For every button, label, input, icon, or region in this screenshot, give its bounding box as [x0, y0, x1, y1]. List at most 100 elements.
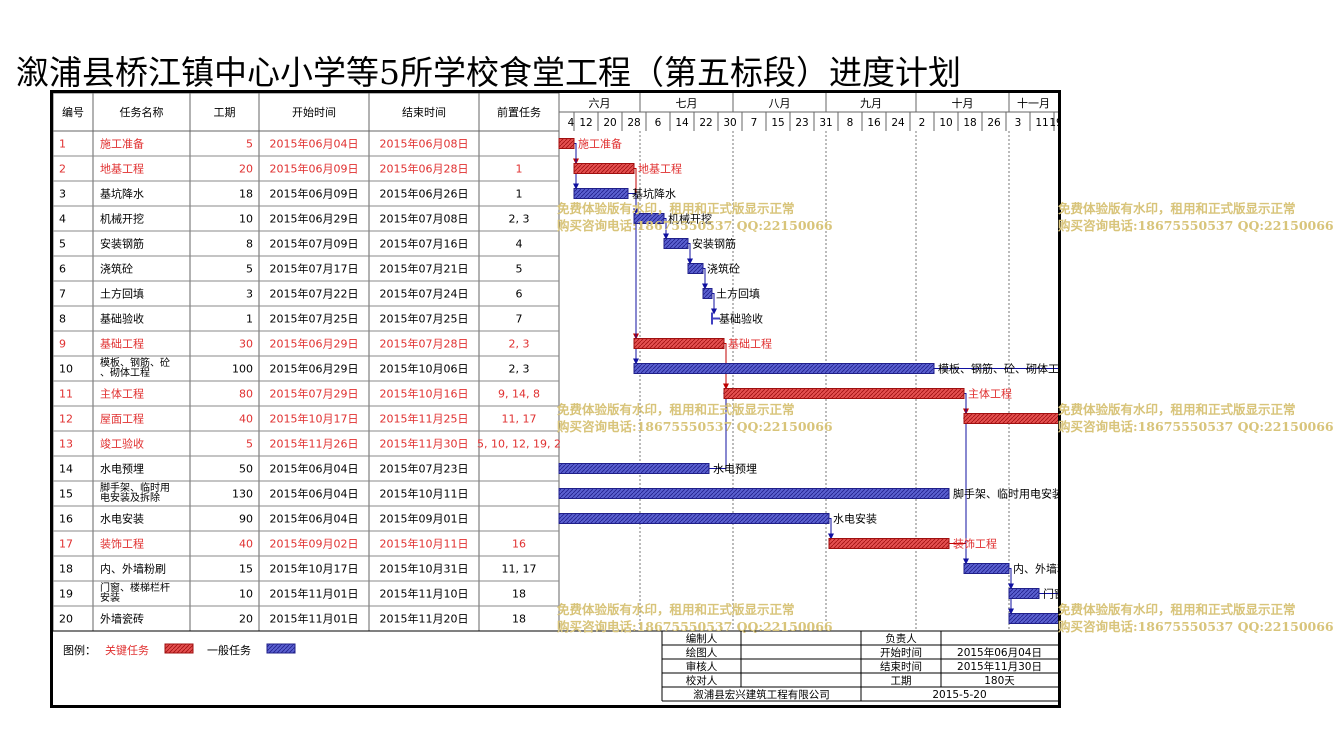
- day-tick-label: 20: [603, 117, 616, 129]
- cell-end: 2015年07月25日: [380, 312, 469, 326]
- cell-id: 5: [59, 238, 66, 251]
- task-table: [52, 92, 560, 632]
- cell-duration: 1: [246, 313, 253, 326]
- gantt-bar: [663, 238, 689, 249]
- month-label: 六月: [589, 97, 611, 110]
- watermark: 免费体验版有水印，租用和正式版显示正常 购买咨询电话:18675550537 Q…: [557, 201, 833, 233]
- cell-name: 水电安装: [100, 512, 144, 526]
- day-tick-label: 18: [963, 117, 976, 129]
- day-tick-label: 19: [1049, 117, 1058, 129]
- cell-start: 2015年06月04日: [270, 487, 359, 501]
- table-header-cell: 结束时间: [402, 106, 446, 119]
- gantt-bar: [573, 163, 635, 174]
- cell-start: 2015年06月29日: [270, 212, 359, 226]
- cell-name: 基础工程: [100, 338, 144, 351]
- cell-duration: 90: [239, 513, 253, 526]
- dependency-link: [963, 393, 969, 565]
- cell-id: 4: [59, 213, 66, 226]
- dependency-link: [702, 268, 708, 290]
- cell-name: 主体工程: [100, 387, 144, 401]
- cell-id: 3: [59, 188, 66, 201]
- cell-name: 模板、钢筋、砼、砌体工程: [100, 356, 170, 379]
- cell-duration: 5: [246, 138, 253, 151]
- cell-id: 11: [59, 388, 73, 401]
- cell-id: 14: [59, 463, 73, 476]
- cell-end: 2015年11月25日: [380, 412, 469, 426]
- watermark: 免费体验版有水印，租用和正式版显示正常 购买咨询电话:18675550537 Q…: [557, 402, 833, 434]
- gantt-bar: [828, 538, 950, 549]
- gantt-bar-label: 机械开挖: [668, 212, 712, 226]
- gantt-bar-label: 门窗、楼梯栏杆安装: [1043, 587, 1058, 601]
- gantt-bar: [558, 513, 830, 524]
- cell-duration: 5: [246, 438, 253, 451]
- cell-start: 2015年06月04日: [270, 137, 359, 151]
- cell-name: 基础验收: [100, 312, 144, 326]
- dependency-link: [828, 518, 834, 540]
- signoff-label: 绘图人: [686, 646, 718, 659]
- signoff-date: 2015-5-20: [932, 689, 986, 701]
- cell-duration: 10: [239, 588, 253, 601]
- cell-pred: 5, 10, 12, 19, 2: [477, 438, 561, 451]
- cell-start: 2015年07月17日: [270, 262, 359, 276]
- day-tick-label: 16: [867, 117, 881, 129]
- cell-end: 2015年07月23日: [380, 462, 469, 476]
- cell-id: 17: [59, 538, 73, 551]
- cell-start: 2015年10月17日: [270, 562, 359, 576]
- table-header-cell: 工期: [214, 106, 236, 119]
- gantt-bar-label: 基坑降水: [632, 187, 676, 201]
- day-tick-label: 7: [751, 117, 758, 129]
- gantt-bar: [702, 288, 713, 299]
- cell-id: 13: [59, 438, 73, 451]
- cell-end: 2015年10月31日: [380, 562, 469, 576]
- gantt-bar-label: 内、外墙粉刷: [1013, 562, 1058, 576]
- cell-id: 16: [59, 513, 73, 526]
- cell-duration: 130: [232, 488, 253, 501]
- gantt-bar: [633, 363, 935, 374]
- cell-end: 2015年06月28日: [380, 162, 469, 176]
- gantt-bar: [711, 312, 720, 325]
- dependency-link: [687, 243, 693, 265]
- day-tick-label: 10: [939, 117, 952, 129]
- cell-end: 2015年11月10日: [380, 587, 469, 601]
- cell-end: 2015年11月30日: [380, 437, 469, 451]
- cell-start: 2015年06月09日: [270, 162, 359, 176]
- cell-name: 屋面工程: [100, 413, 144, 426]
- cell-start: 2015年07月25日: [270, 312, 359, 326]
- month-label: 七月: [676, 97, 698, 110]
- day-tick-label: 6: [655, 117, 662, 129]
- cell-name: 施工准备: [100, 137, 144, 151]
- gantt-bar-label: 水电预埋: [713, 463, 757, 476]
- gantt-bar-label: 基础工程: [728, 338, 772, 351]
- cell-start: 2015年06月09日: [270, 187, 359, 201]
- day-tick-label: 11: [1035, 117, 1048, 129]
- table-header-cell: 编号: [62, 105, 84, 119]
- cell-start: 2015年10月17日: [270, 412, 359, 426]
- cell-start: 2015年11月01日: [270, 587, 359, 601]
- cell-pred: 7: [516, 313, 523, 326]
- signoff-label: 审核人: [686, 660, 718, 673]
- cell-end: 2015年11月20日: [380, 612, 469, 626]
- signoff-label: 开始时间: [880, 646, 922, 659]
- cell-pred: 18: [512, 613, 526, 626]
- month-label: 十月: [952, 96, 974, 110]
- cell-duration: 3: [246, 288, 253, 301]
- day-tick-label: 23: [795, 117, 808, 129]
- gantt-bar-label: 脚手架、临时用电安装及拆除: [953, 487, 1058, 501]
- cell-pred: 1: [516, 163, 523, 176]
- gantt-bar: [963, 563, 1010, 574]
- signoff-company: 溆浦县宏兴建筑工程有限公司: [693, 688, 830, 701]
- day-tick-label: 2: [919, 117, 926, 129]
- gantt-bar: [573, 188, 629, 199]
- cell-id: 6: [59, 263, 66, 276]
- cell-name: 安装钢筋: [100, 237, 144, 251]
